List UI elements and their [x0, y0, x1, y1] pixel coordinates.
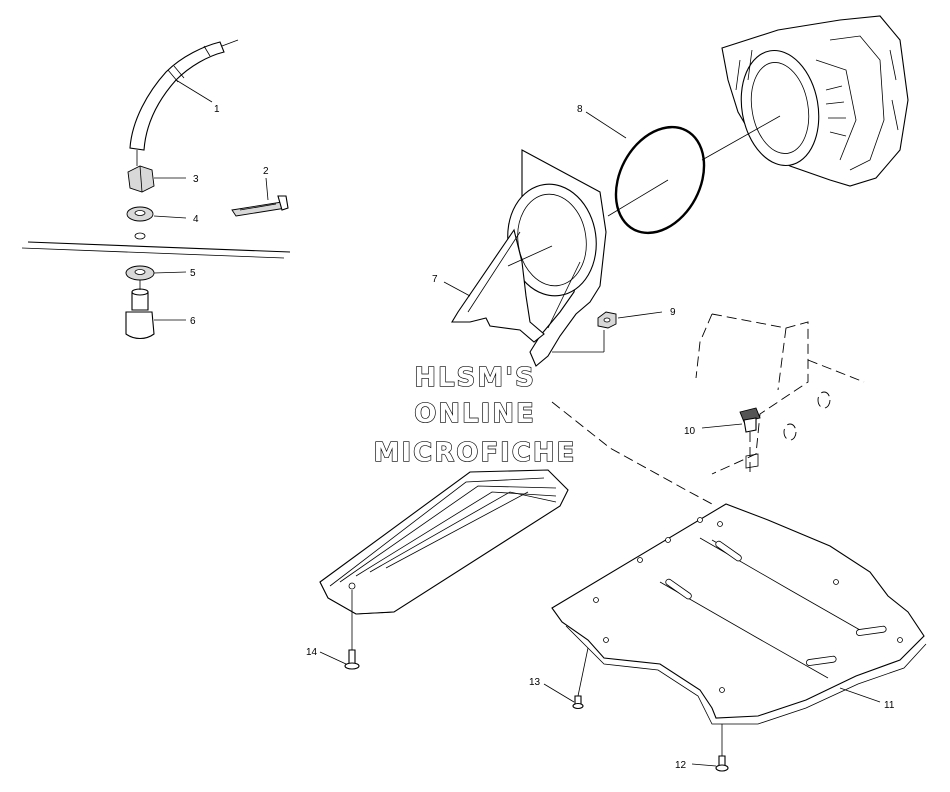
callout-3: 3: [193, 174, 199, 185]
part-8-o-ring: [614, 125, 706, 235]
watermark-line-1: HLSM'S: [414, 363, 536, 393]
callout-13: 13: [529, 677, 541, 688]
callout-8: 8: [577, 104, 583, 115]
callout-14: 14: [306, 647, 318, 658]
watermark-line-3: MICROFICHE: [374, 438, 577, 468]
callout-4: 4: [193, 214, 199, 225]
callout-labels: 1 2 3 4 5 6 7 8 9 10 11 12 13 14: [190, 104, 895, 771]
callout-7: 7: [432, 274, 438, 285]
part-3-nut: [127, 150, 155, 193]
part-4-washer: [126, 206, 154, 240]
part-1-hose: [129, 39, 239, 151]
part-7-intake-adapter: [451, 149, 607, 367]
part-11-ride-plate: [551, 503, 927, 725]
part-13-screw: [572, 647, 589, 710]
part-6-fitting: [125, 280, 155, 340]
hull-section-line: [21, 241, 291, 259]
callout-10: 10: [684, 426, 696, 437]
watermark: HLSM'S ONLINE MICROFICHE: [373, 362, 577, 468]
intake-grate: [319, 469, 569, 650]
callout-1: 1: [214, 104, 220, 115]
callout-6: 6: [190, 316, 196, 327]
callout-5: 5: [190, 268, 196, 279]
part-10-plug: [739, 407, 761, 474]
leader-lines: [153, 79, 881, 767]
callout-9: 9: [670, 307, 676, 318]
part-12-screw: [715, 724, 729, 772]
callout-11: 11: [884, 700, 895, 711]
pump-housing: [721, 15, 909, 187]
part-9-nut: [597, 311, 617, 329]
callout-2: 2: [263, 166, 269, 177]
callout-12: 12: [675, 760, 687, 771]
part-2-clip: [231, 195, 289, 217]
part-14-screw: [344, 649, 360, 670]
part-5-washer: [125, 265, 155, 281]
reference-outline: [551, 313, 865, 505]
watermark-line-2: ONLINE: [414, 399, 536, 429]
